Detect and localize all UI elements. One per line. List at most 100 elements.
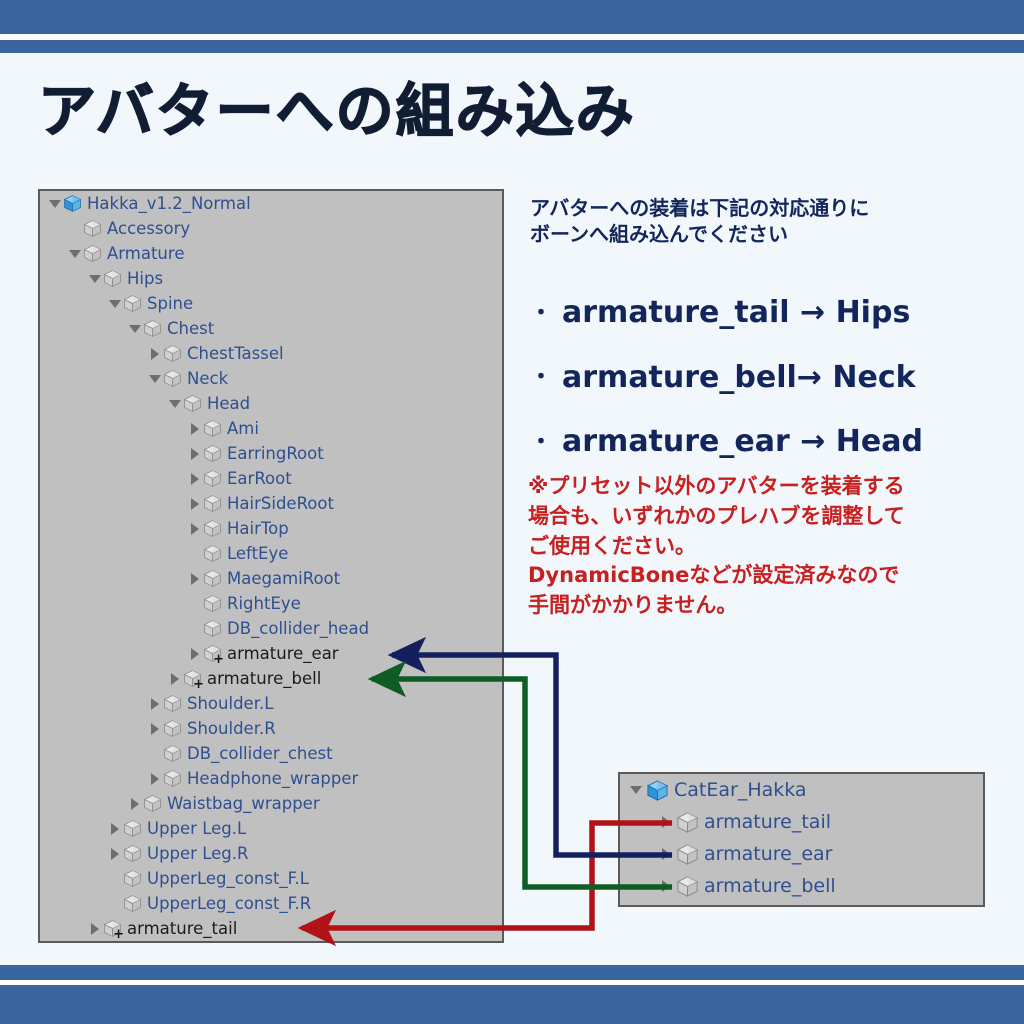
tree-row[interactable]: Neck: [40, 366, 502, 391]
tree-row-label: LeftEye: [227, 544, 289, 563]
tree-row[interactable]: +armature_ear: [40, 641, 502, 666]
prefab-cube-icon: [646, 779, 669, 802]
chevron-right-icon[interactable]: [186, 441, 203, 466]
chevron-right-icon[interactable]: [656, 838, 676, 870]
toggle-spacer: [186, 541, 203, 566]
tree-row[interactable]: Upper Leg.L: [40, 816, 502, 841]
tree-row[interactable]: Spine: [40, 291, 502, 316]
chevron-right-icon[interactable]: [186, 491, 203, 516]
tree-row-label: Neck: [187, 369, 229, 388]
chevron-right-icon[interactable]: [186, 516, 203, 541]
tree-row[interactable]: MaegamiRoot: [40, 566, 502, 591]
tree-row[interactable]: Hakka_v1.2_Normal: [40, 191, 502, 216]
bottom-accent-band-gap: [0, 980, 1024, 985]
bone-mapping-item: ・armature_bell→ Neck: [530, 346, 1010, 411]
tree-row-label: Accessory: [107, 219, 191, 238]
bottom-accent-band-upper: [0, 965, 1024, 980]
cube-icon: [163, 769, 182, 788]
tree-row[interactable]: Waistbag_wrapper: [40, 791, 502, 816]
tree-row[interactable]: armature_tail: [620, 806, 983, 838]
tree-row[interactable]: LeftEye: [40, 541, 502, 566]
tree-row[interactable]: Armature: [40, 241, 502, 266]
tree-row-label: Chest: [167, 319, 215, 338]
caution-note: ※プリセット以外のアバターを装着する 場合も、いずれかのプレハブを調整して ご使…: [528, 474, 905, 618]
tree-row[interactable]: UpperLeg_const_F.L: [40, 866, 502, 891]
chevron-down-icon[interactable]: [146, 366, 163, 391]
tree-row[interactable]: Hips: [40, 266, 502, 291]
tree-row[interactable]: +armature_tail: [40, 916, 502, 941]
bone-mapping-text: armature_bell→ Neck: [562, 359, 916, 395]
tree-row-label: MaegamiRoot: [227, 569, 341, 588]
tree-row-label: Ami: [227, 419, 259, 438]
tree-row[interactable]: DB_collider_chest: [40, 741, 502, 766]
chevron-right-icon[interactable]: [656, 806, 676, 838]
tree-row[interactable]: Head: [40, 391, 502, 416]
chevron-right-icon[interactable]: [146, 691, 163, 716]
top-accent-band-lower: [0, 40, 1024, 53]
chevron-down-icon[interactable]: [86, 266, 103, 291]
cube-icon: [163, 694, 182, 713]
tree-row-label: DB_collider_head: [227, 619, 370, 638]
tree-row[interactable]: Shoulder.R: [40, 716, 502, 741]
tree-row[interactable]: ChestTassel: [40, 341, 502, 366]
chevron-right-icon[interactable]: [106, 841, 123, 866]
chevron-down-icon[interactable]: [166, 391, 183, 416]
tree-row[interactable]: UpperLeg_const_F.R: [40, 891, 502, 916]
chevron-down-icon[interactable]: [106, 291, 123, 316]
prefab-plus-badge: +: [193, 677, 204, 692]
tree-row[interactable]: Upper Leg.R: [40, 841, 502, 866]
prefab-plus-cube-icon: +: [203, 644, 224, 666]
cube-icon: [676, 875, 699, 898]
cube-icon: [203, 569, 222, 588]
cube-icon: [163, 369, 182, 388]
cube-icon: [123, 894, 142, 913]
cube-icon: [183, 394, 202, 413]
chevron-down-icon[interactable]: [46, 191, 63, 216]
chevron-right-icon[interactable]: [186, 641, 203, 666]
chevron-right-icon[interactable]: [186, 466, 203, 491]
chevron-right-icon[interactable]: [186, 566, 203, 591]
chevron-right-icon[interactable]: [106, 816, 123, 841]
chevron-right-icon[interactable]: [86, 916, 103, 941]
tree-row[interactable]: RightEye: [40, 591, 502, 616]
chevron-right-icon[interactable]: [146, 766, 163, 791]
tree-row[interactable]: Shoulder.L: [40, 691, 502, 716]
tree-row[interactable]: +armature_bell: [40, 666, 502, 691]
instruction-paragraph: アバターへの装着は下記の対応通りに ボーンへ組み込んでください: [530, 195, 1000, 248]
chevron-right-icon[interactable]: [166, 666, 183, 691]
tree-row[interactable]: Accessory: [40, 216, 502, 241]
chevron-down-icon[interactable]: [626, 774, 646, 806]
tree-row[interactable]: Headphone_wrapper: [40, 766, 502, 791]
tree-row-label: Hips: [127, 269, 164, 288]
chevron-right-icon[interactable]: [186, 416, 203, 441]
tree-row[interactable]: armature_bell: [620, 870, 983, 902]
prefab-plus-badge: +: [113, 927, 124, 942]
tree-row[interactable]: HairTop: [40, 516, 502, 541]
tree-row[interactable]: EarRoot: [40, 466, 502, 491]
toggle-spacer: [186, 591, 203, 616]
tree-row-label: Upper Leg.L: [147, 819, 247, 838]
cube-icon: [676, 843, 699, 866]
chevron-right-icon[interactable]: [146, 341, 163, 366]
cube-icon: [203, 594, 222, 613]
tree-row-label: Spine: [147, 294, 194, 313]
tree-row[interactable]: DB_collider_head: [40, 616, 502, 641]
cube-icon: [83, 244, 102, 263]
chevron-down-icon[interactable]: [66, 241, 83, 266]
tree-row[interactable]: armature_ear: [620, 838, 983, 870]
tree-row[interactable]: HairSideRoot: [40, 491, 502, 516]
tree-row[interactable]: CatEar_Hakka: [620, 774, 983, 806]
tree-row-label: Headphone_wrapper: [187, 769, 359, 788]
tree-row[interactable]: EarringRoot: [40, 441, 502, 466]
chevron-down-icon[interactable]: [126, 316, 143, 341]
tree-row-label: armature_tail: [704, 811, 831, 833]
chevron-right-icon[interactable]: [126, 791, 143, 816]
tree-row-label: DB_collider_chest: [187, 744, 333, 763]
chevron-right-icon[interactable]: [146, 716, 163, 741]
tree-row-label: Hakka_v1.2_Normal: [87, 194, 251, 213]
tree-row[interactable]: Chest: [40, 316, 502, 341]
chevron-right-icon[interactable]: [656, 870, 676, 902]
tree-row[interactable]: Ami: [40, 416, 502, 441]
